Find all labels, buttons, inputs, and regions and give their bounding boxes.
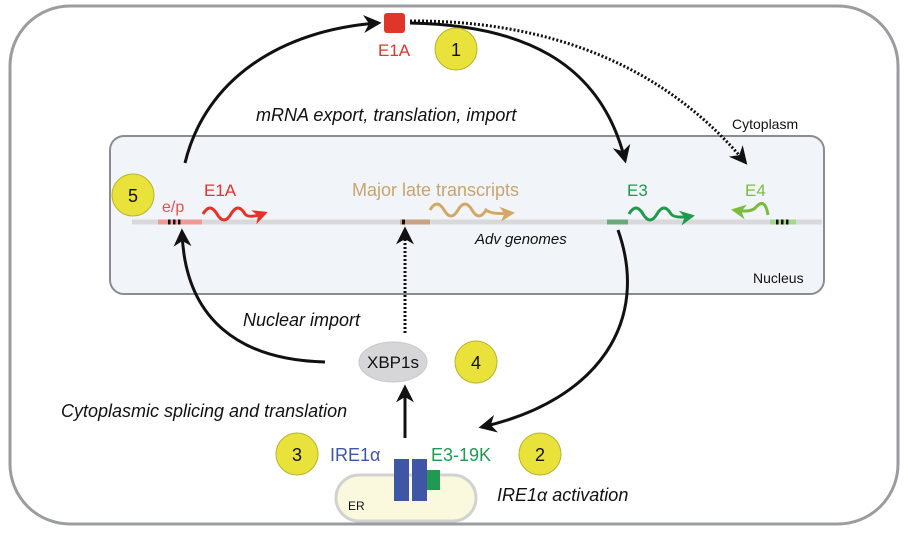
e3-segment xyxy=(607,219,628,225)
e3-19k-label: E3-19K xyxy=(431,445,491,465)
process-label-mrna-export: mRNA export, translation, import xyxy=(256,105,517,125)
arrow-e1a-import-e4-dotted xyxy=(409,19,748,165)
svg-text:5: 5 xyxy=(128,186,138,206)
step-badge-5: 5 xyxy=(111,173,155,217)
e4-marks xyxy=(776,219,789,225)
gene-label-e4: E4 xyxy=(745,181,766,200)
step-badge-3: 3 xyxy=(275,432,319,476)
nucleus-label: Nucleus xyxy=(753,270,804,286)
mlp-transcript-arrow xyxy=(428,202,515,222)
arrow-e1a-import-e3 xyxy=(409,21,631,164)
e1a-enhancer-marks xyxy=(168,219,181,225)
mlp-segment xyxy=(400,219,430,225)
gene-label-e3: E3 xyxy=(627,181,648,200)
step-badge-4: 4 xyxy=(454,340,498,384)
svg-text:1: 1 xyxy=(451,40,461,60)
mlp-mark xyxy=(402,219,405,225)
arrow-mrna-export xyxy=(183,15,382,164)
ire1a-monomer-right xyxy=(412,459,427,501)
gene-label-major-late: Major late transcripts xyxy=(352,180,519,200)
e3-transcript-arrow xyxy=(627,206,695,226)
xbp1s-label: XBP1s xyxy=(367,353,419,372)
svg-text:3: 3 xyxy=(292,445,302,465)
e1a-transcript-arrow xyxy=(201,206,268,225)
e1a-protein xyxy=(384,13,405,33)
process-label-nuclear-import: Nuclear import xyxy=(243,310,361,330)
xbp1s-protein xyxy=(358,341,428,383)
arrow-e3-to-er xyxy=(478,229,629,433)
process-label-ire1a-activation: IRE1α activation xyxy=(497,485,628,505)
svg-text:2: 2 xyxy=(535,445,545,465)
arrow-nuclear-import xyxy=(173,228,326,364)
ire1a-monomer-left xyxy=(394,459,409,501)
e4-transcript-arrow xyxy=(731,201,770,220)
genome-label: Adv genomes xyxy=(474,231,567,248)
svg-text:4: 4 xyxy=(471,353,481,373)
e3-19k-protein xyxy=(427,470,440,490)
e1a-protein-label: E1A xyxy=(378,41,411,60)
step-badge-2: 2 xyxy=(518,432,562,476)
er-label: ER xyxy=(348,499,365,513)
gene-label-e1a: E1A xyxy=(204,181,237,200)
process-label-cytoplasmic-splicing: Cytoplasmic splicing and translation xyxy=(61,401,347,421)
cytoplasm-label: Cytoplasm xyxy=(732,116,798,132)
step-badge-1: 1 xyxy=(434,27,478,71)
nucleus xyxy=(109,135,825,295)
promoter-label: e/p xyxy=(162,199,184,216)
ire1a-label: IRE1α xyxy=(330,445,380,465)
